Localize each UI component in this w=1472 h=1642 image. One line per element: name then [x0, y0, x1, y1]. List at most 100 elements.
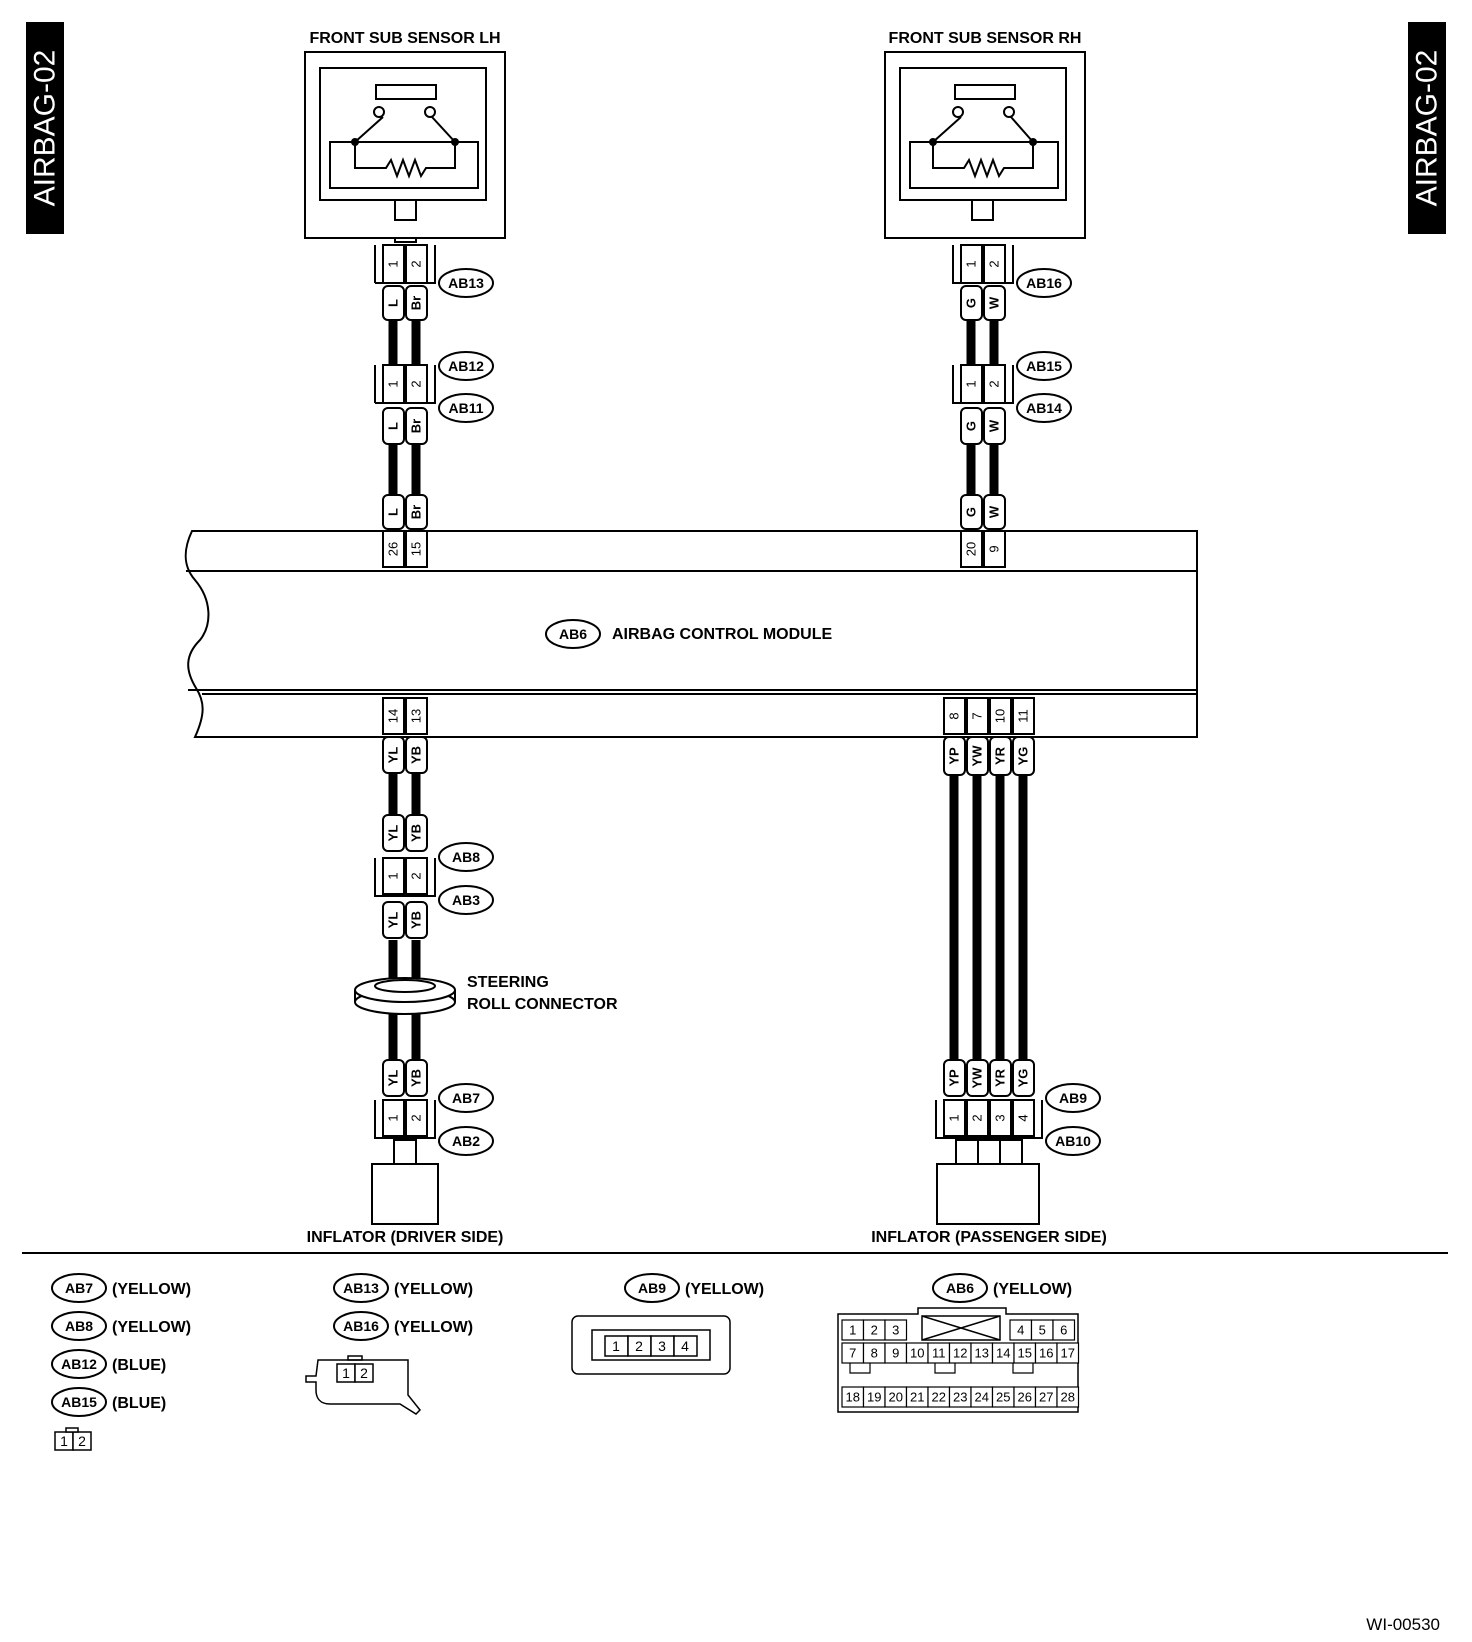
wire-label-w: W [987, 505, 1002, 518]
ab9-pin-2: 2 [970, 1114, 985, 1121]
legend-4pin-pin-1: 1 [612, 1338, 620, 1354]
connector-ab11-label: AB11 [448, 400, 483, 416]
wire-label-yp: YP [947, 747, 962, 765]
wire-label-br: Br [409, 419, 424, 433]
ab6-pin-label: 10 [910, 1346, 924, 1361]
wire-label-g: G [964, 507, 979, 517]
ab12-pin-2: 2 [409, 380, 424, 387]
airbag-control-module [184, 530, 1198, 738]
legend-4pin-connector [571, 1315, 731, 1375]
ab6-pin-label: 16 [1039, 1346, 1053, 1361]
legend-sensor-connector [305, 1355, 422, 1415]
acm-pin-11: 11 [1016, 709, 1031, 723]
wire-label-yb: YB [409, 824, 424, 842]
ab9-pin-3: 3 [993, 1114, 1008, 1121]
ab16-pin-2: 2 [987, 260, 1002, 267]
ab6-pin-cell [884, 1319, 908, 1341]
ab6-pin-label: 22 [932, 1390, 946, 1405]
legend-ab13: AB13 (YELLOW) [333, 1273, 473, 1303]
ab6-pin-label: 9 [892, 1346, 899, 1361]
ab15-pin-2: 2 [987, 380, 1002, 387]
ab6-pin-label: 14 [996, 1346, 1010, 1361]
ab6-pin-label: 8 [871, 1346, 878, 1361]
connector-ab14: AB14 [1016, 393, 1072, 423]
ab6-pin-label: 2 [871, 1323, 878, 1338]
connector-ab3: AB3 [438, 885, 494, 915]
legend-ab12: AB12 (BLUE) [51, 1349, 166, 1379]
connector-ab11: AB11 [438, 393, 494, 423]
legend-ab16-label: AB16 [343, 1318, 379, 1334]
legend-ab7-color: (YELLOW) [112, 1281, 191, 1298]
side-tab-left: AIRBAG-02 [26, 22, 64, 234]
wire-label-yb: YB [409, 1069, 424, 1087]
connector-ab12-label: AB12 [448, 358, 484, 374]
sensor-lh-label: FRONT SUB SENSOR LH [309, 30, 500, 47]
acm-pin-20: 20 [964, 542, 979, 556]
wire-label-yw: YW [970, 1067, 985, 1089]
connector-ab12: AB12 [438, 351, 494, 381]
legend-ab15: AB15 (BLUE) [51, 1387, 166, 1417]
steering-roll-connector [354, 977, 456, 1015]
connector-ab15: AB15 [1016, 351, 1072, 381]
ab6-pin-cell [1056, 1342, 1080, 1364]
side-tab-right-text: AIRBAG-02 [1411, 50, 1444, 207]
passenger-wire-stack [943, 736, 1035, 1137]
ab13-pin-2: 2 [409, 260, 424, 267]
ab15-pin-1: 1 [964, 380, 979, 387]
ab6-pin-label: 13 [975, 1346, 989, 1361]
ab6-pin-label: 7 [849, 1346, 856, 1361]
legend-ab9: AB9 (YELLOW) [624, 1273, 764, 1303]
wire-label-yg: YG [1016, 747, 1031, 766]
connector-ab7: AB7 [438, 1083, 494, 1113]
acm-pin-14: 14 [386, 709, 401, 723]
ab6-pin-cell [1052, 1319, 1076, 1341]
acm-pin-26: 26 [386, 542, 401, 556]
connector-ab10-label: AB10 [1055, 1133, 1091, 1149]
ab7-pin-2: 2 [409, 1114, 424, 1121]
legend-ab6-label: AB6 [946, 1280, 974, 1296]
ab12-pin-1: 1 [386, 380, 401, 387]
connector-ab2: AB2 [438, 1126, 494, 1156]
ab6-pin-label: 4 [1017, 1323, 1024, 1338]
ab6-latch [934, 1363, 956, 1374]
legend-ab9-label: AB9 [638, 1280, 666, 1296]
wire-label-w: W [987, 419, 1002, 432]
legend-ab7-label: AB7 [65, 1280, 93, 1296]
legend-ab6-color: (YELLOW) [993, 1281, 1072, 1298]
legend-28pin-connector [837, 1307, 1079, 1413]
legend-ab16: AB16 (YELLOW) [333, 1311, 473, 1341]
connector-ab2-label: AB2 [452, 1133, 480, 1149]
wire-label-l: L [386, 508, 401, 516]
legend-ab15-color: (BLUE) [112, 1395, 166, 1412]
ab6-latch [1012, 1363, 1034, 1374]
wire-label-g: G [964, 298, 979, 308]
steering-roll-label-line1: STEERING [467, 974, 549, 991]
legend-sensor-pin-1: 1 [342, 1365, 350, 1381]
ab6-pin-label: 25 [996, 1390, 1010, 1405]
legend-ab8-color: (YELLOW) [112, 1319, 191, 1336]
connector-ab9-label: AB9 [1059, 1090, 1087, 1106]
ab6-pin-label: 12 [953, 1346, 967, 1361]
ab6-pin-label: 20 [889, 1390, 903, 1405]
connector-ab13-label: AB13 [448, 275, 484, 291]
side-tab-right: AIRBAG-02 [1408, 22, 1446, 234]
wire-label-yg: YG [1016, 1069, 1031, 1088]
ab6-pin-label: 6 [1060, 1323, 1067, 1338]
ab7-pin-1: 1 [386, 1114, 401, 1121]
ab6-pin-label: 17 [1061, 1346, 1075, 1361]
sensor-rh [884, 51, 1086, 239]
legend-ab12-label: AB12 [61, 1356, 97, 1372]
ab6-pin-label: 23 [953, 1390, 967, 1405]
wire-label-yr: YR [993, 746, 1008, 765]
wire-label-l: L [386, 422, 401, 430]
acm-pin-15: 15 [409, 542, 424, 556]
ab6-pin-label: 18 [846, 1390, 860, 1405]
ab8-pin-2: 2 [409, 872, 424, 879]
acm-pin-7: 7 [970, 712, 985, 719]
acm-top-pins [382, 530, 1006, 568]
wire-label-yl: YL [386, 825, 401, 842]
legend-sensor-pin-2: 2 [360, 1365, 368, 1381]
wire-label-yp: YP [947, 1069, 962, 1087]
figure-id: WI-00530 [1366, 1615, 1440, 1634]
